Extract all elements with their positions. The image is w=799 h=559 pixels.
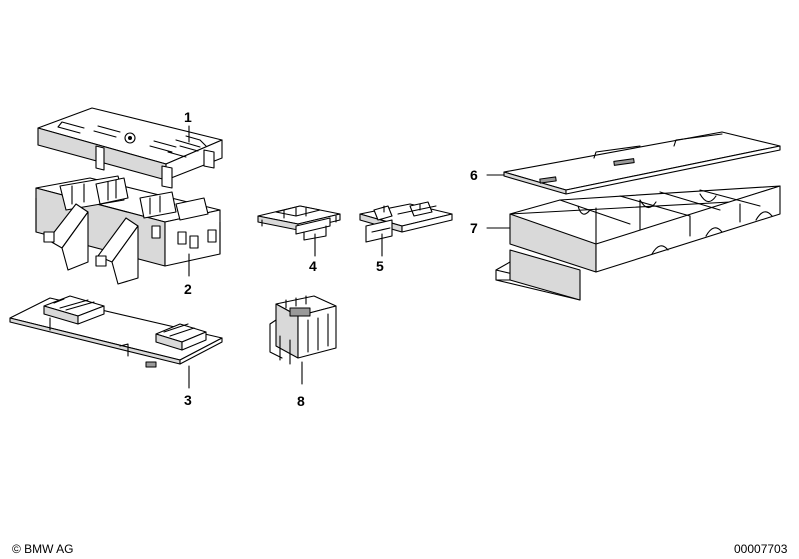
- part-1-cover[interactable]: [37, 107, 223, 189]
- drawing-number: 00007703: [734, 542, 788, 556]
- callout-7: 7: [470, 220, 478, 236]
- copyright-brand: © BMW AG: [12, 542, 74, 556]
- callout-2: 2: [184, 281, 192, 297]
- callout-3: 3: [184, 392, 192, 408]
- part-2-housing[interactable]: [35, 175, 221, 285]
- part-8-connector[interactable]: [269, 295, 337, 365]
- callout-6: 6: [470, 167, 478, 183]
- part-7-carrier-housing[interactable]: [495, 185, 781, 301]
- part-4-relay-holder[interactable]: [257, 205, 341, 241]
- part-5-relay-socket[interactable]: [359, 201, 453, 243]
- callout-5: 5: [376, 258, 384, 274]
- callout-1: 1: [184, 109, 192, 125]
- part-6-lid[interactable]: [503, 131, 781, 195]
- callout-8: 8: [297, 393, 305, 409]
- callout-4: 4: [309, 258, 317, 274]
- part-3-board[interactable]: [9, 295, 223, 368]
